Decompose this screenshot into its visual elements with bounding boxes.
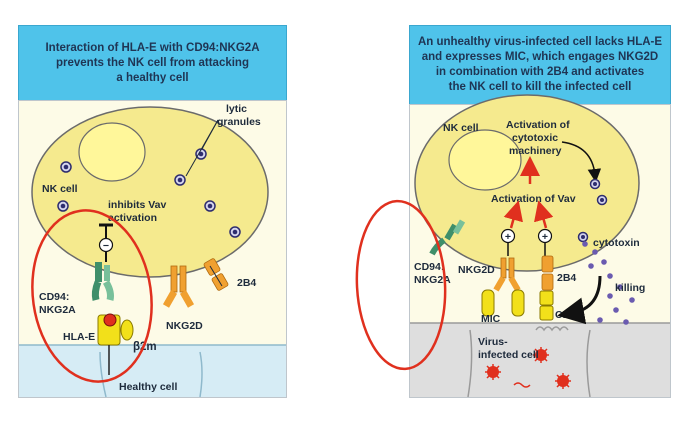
nucleus-left xyxy=(78,122,146,182)
healthy-cell-boundary-2 xyxy=(199,351,203,398)
beta2m-label: β2m xyxy=(133,341,157,353)
virus-icon xyxy=(555,373,571,389)
nucleus-right xyxy=(448,129,522,191)
nkg2d-receptor-right xyxy=(493,257,521,292)
right-title-line-1: An unhealthy virus-infected cell lacks H… xyxy=(417,36,663,48)
viral-rna xyxy=(513,382,531,388)
activation-cytotoxic-line-1: Activation of xyxy=(506,119,570,131)
right-title-line-2: and expresses MIC, which engages NKG2D xyxy=(421,51,659,63)
cd94-nkg2a-receptor-left xyxy=(91,262,114,301)
virus-icon xyxy=(485,364,501,380)
lytic-label-line-2: granules xyxy=(217,116,261,128)
healthy-cell-label: Healthy cell xyxy=(119,381,177,393)
activation-cytotoxic-line-2: cytotoxic xyxy=(512,132,558,144)
inhibits-label-line-2: activation xyxy=(108,212,157,224)
activation-vav-label: Activation of Vav xyxy=(491,193,576,205)
2b4-receptor-right xyxy=(541,255,554,291)
cd94-label-line-1-right: CD94: xyxy=(414,261,444,273)
activation-cytotoxic-line-3: machinery xyxy=(509,145,562,157)
mic-label: MIC xyxy=(481,313,501,325)
2b4-receptor-left xyxy=(203,258,229,291)
healthy-cell xyxy=(19,345,286,397)
highlight-oval-left xyxy=(31,209,153,383)
killing-label: killing xyxy=(615,282,645,294)
plus-sign-right: + xyxy=(542,231,548,243)
cytotoxin-label: cytotoxin xyxy=(593,237,640,249)
right-title-line-3: in combination with 2B4 and activates xyxy=(435,66,645,78)
nk-cell-label-left: NK cell xyxy=(42,183,78,195)
nkg2d-receptor-left xyxy=(162,265,195,308)
lytic-label-line-1: lytic xyxy=(226,103,247,115)
lytic-granules-right xyxy=(577,178,608,243)
left-title-line-3: a healthy cell xyxy=(116,71,189,84)
cd94-label-line-1-left: CD94: xyxy=(39,291,69,303)
cd94-label-line-2-left: NKG2A xyxy=(39,304,76,316)
2b4-label-right: 2B4 xyxy=(557,272,576,284)
virus-label-line-1: Virus- xyxy=(478,336,508,348)
nkg2d-label-right: NKG2D xyxy=(458,264,495,276)
killing-arrow xyxy=(557,275,602,325)
hla-e-ligand xyxy=(97,313,134,375)
mic-ligand xyxy=(481,289,525,317)
virus-particles xyxy=(485,347,571,389)
hla-e-label: HLA-E xyxy=(63,331,95,343)
left-title-line-2: prevents the NK cell from attacking xyxy=(55,56,249,69)
cytotoxin-dots xyxy=(582,241,635,325)
virus-icon xyxy=(533,347,549,363)
plus-sign-left: + xyxy=(505,231,511,243)
nkg2d-label-left: NKG2D xyxy=(166,320,203,332)
minus-sign-icon xyxy=(98,237,114,253)
left-panel: lytic granules NK cell inhibits Vav acti… xyxy=(19,103,286,398)
highlight-oval-right xyxy=(355,199,447,371)
inhibits-label-line-1: inhibits Vav xyxy=(108,199,167,211)
plus-sign-icon xyxy=(500,228,516,244)
right-panel: NK cell Activation of cytotoxic machiner… xyxy=(355,94,670,398)
minus-sign: − xyxy=(103,240,109,252)
right-title-line-4: the NK cell to kill the infected cell xyxy=(448,81,632,93)
plus-sign-icon xyxy=(537,228,553,244)
cd94-label-line-2-right: NKG2A xyxy=(414,274,451,286)
2b4-label-left: 2B4 xyxy=(237,277,256,289)
healthy-cell-boundary xyxy=(99,351,107,398)
cd48-ligand xyxy=(539,290,554,321)
cd94-nkg2a-receptor-right xyxy=(429,219,466,256)
black-arrow-curve xyxy=(561,141,602,183)
virus-label-line-2: infected cell xyxy=(478,349,539,361)
lytic-granules-left xyxy=(57,148,241,238)
left-title-line-1: Interaction of HLA-E with CD94:NKG2A xyxy=(45,41,260,54)
left-panel-title: Interaction of HLA-E with CD94:NKG2A pre… xyxy=(18,25,287,101)
nk-cell-label-right: NK cell xyxy=(443,122,479,134)
